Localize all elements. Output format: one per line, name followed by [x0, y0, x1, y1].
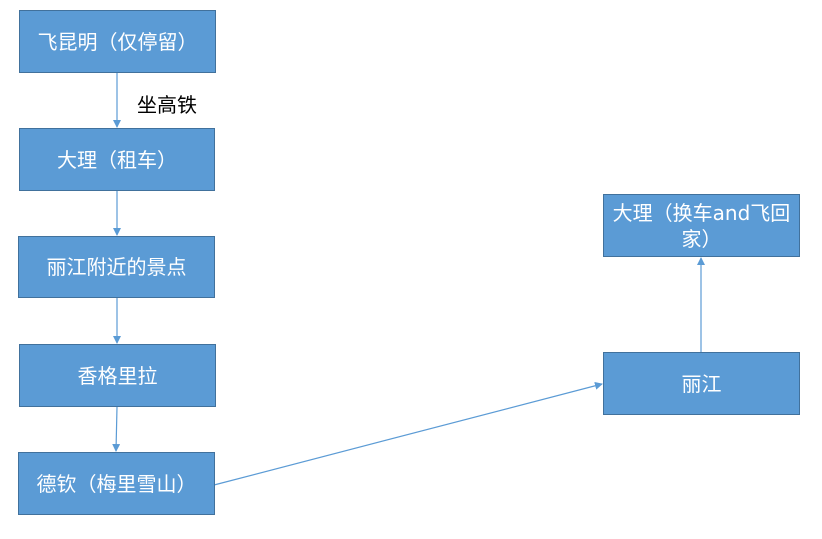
node-dali-rent-label: 大理（租车） — [57, 147, 177, 172]
edge-label-high-speed-rail: 坐高铁 — [137, 93, 197, 117]
node-dali-return-label: 大理（换车and飞回家） — [612, 200, 791, 251]
edge-shangrila-to-deqin — [112, 406, 121, 452]
node-kunming-label: 飞昆明（仅停留） — [37, 29, 198, 54]
node-dali-return[interactable]: 大理（换车and飞回家） — [603, 194, 800, 257]
node-shangrila-label: 香格里拉 — [77, 363, 158, 388]
node-lijiang-label: 丽江 — [681, 371, 722, 396]
node-shangrila[interactable]: 香格里拉 — [19, 344, 216, 407]
node-lijiang[interactable]: 丽江 — [603, 352, 800, 415]
node-dali-rent[interactable]: 大理（租车） — [19, 128, 215, 191]
node-kunming[interactable]: 飞昆明（仅停留） — [19, 10, 216, 73]
edge-deqin-to-lijiang — [213, 381, 603, 486]
node-lijiang-sights-label: 丽江附近的景点 — [46, 255, 187, 279]
node-lijiang-sights[interactable]: 丽江附近的景点 — [18, 236, 215, 298]
node-deqin[interactable]: 德钦（梅里雪山） — [18, 452, 215, 515]
node-deqin-label: 德钦（梅里雪山） — [36, 471, 197, 496]
